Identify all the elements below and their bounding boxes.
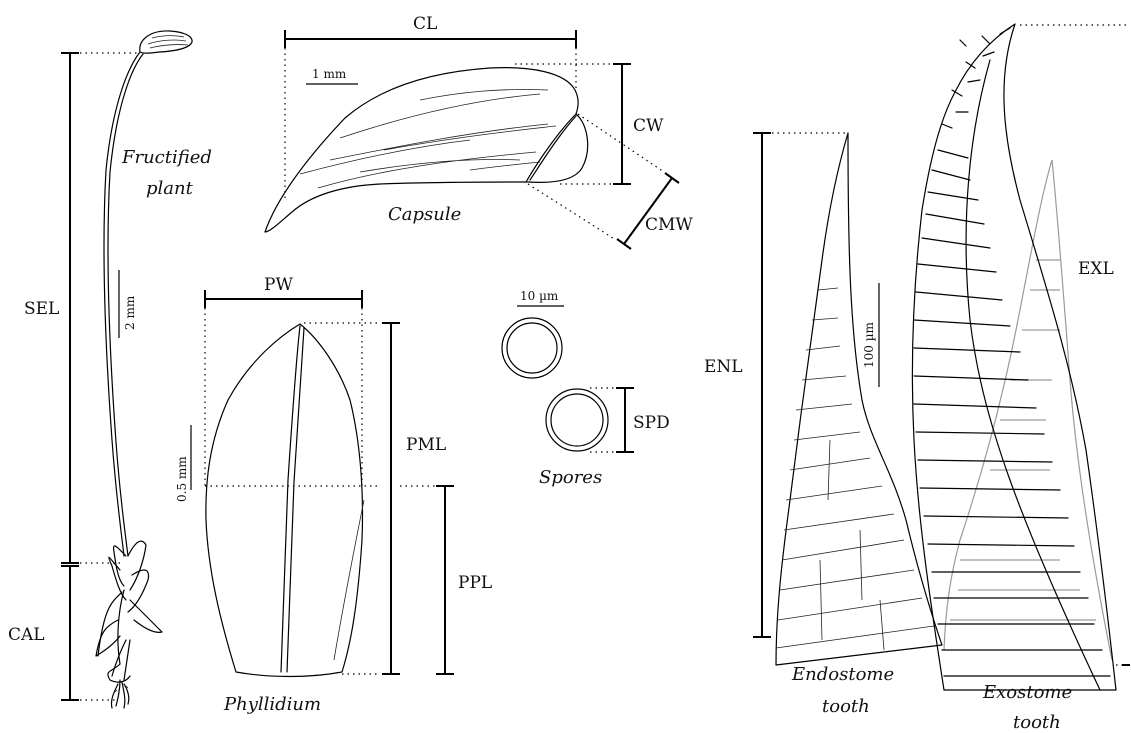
sel-label: SEL — [24, 299, 59, 319]
fructified-caption-2: plant — [146, 178, 194, 199]
spores-drawing — [502, 318, 608, 451]
enl-measure: ENL — [704, 133, 846, 637]
exl-label: EXL — [1078, 259, 1114, 279]
capsule-scale-label: 1 mm — [312, 67, 347, 81]
cmw-label: CMW — [645, 215, 693, 235]
phyllidium-scale-bar: 0.5 mm — [175, 425, 191, 502]
endostome-caption-1: Endostome — [791, 664, 894, 685]
spd-label: SPD — [633, 413, 670, 433]
spores-scale-bar: 10 µm — [517, 289, 564, 306]
exl-measure: EXL — [1020, 25, 1130, 665]
endostome-tooth-drawing — [776, 133, 942, 665]
fructified-caption-1: Fructified — [121, 147, 212, 168]
plant-scale-bar: 2 mm — [119, 270, 137, 338]
cl-label: CL — [413, 14, 437, 34]
exostome-tooth-drawing — [912, 24, 1116, 690]
phyllidium-scale-label: 0.5 mm — [175, 456, 189, 502]
pw-label: PW — [264, 275, 293, 295]
endostome-caption-2: tooth — [822, 696, 870, 717]
pml-label: PML — [406, 435, 446, 455]
plant-scale-label: 2 mm — [123, 295, 137, 330]
enl-label: ENL — [704, 357, 743, 377]
teeth-scale-label: 100 µm — [862, 321, 876, 368]
phyllidium-drawing — [206, 324, 364, 677]
fructified-plant-drawing — [96, 31, 192, 708]
exostome-caption-2: tooth — [1013, 712, 1061, 733]
teeth-scale-bar: 100 µm — [862, 283, 879, 387]
spores-caption: Spores — [539, 467, 602, 488]
exostome-caption-1: Exostome — [982, 682, 1072, 703]
cw-label: CW — [633, 116, 664, 136]
cal-label: CAL — [8, 625, 45, 645]
ppl-label: PPL — [458, 573, 492, 593]
spores-scale-label: 10 µm — [520, 289, 559, 303]
capsule-scale-bar: 1 mm — [306, 67, 358, 84]
phyllidium-caption: Phyllidium — [223, 694, 321, 715]
ppl-measure: PPL — [342, 486, 492, 674]
spd-measure: SPD — [590, 388, 670, 452]
capsule-caption: Capsule — [388, 204, 461, 225]
cal-measure: CAL — [8, 566, 116, 700]
